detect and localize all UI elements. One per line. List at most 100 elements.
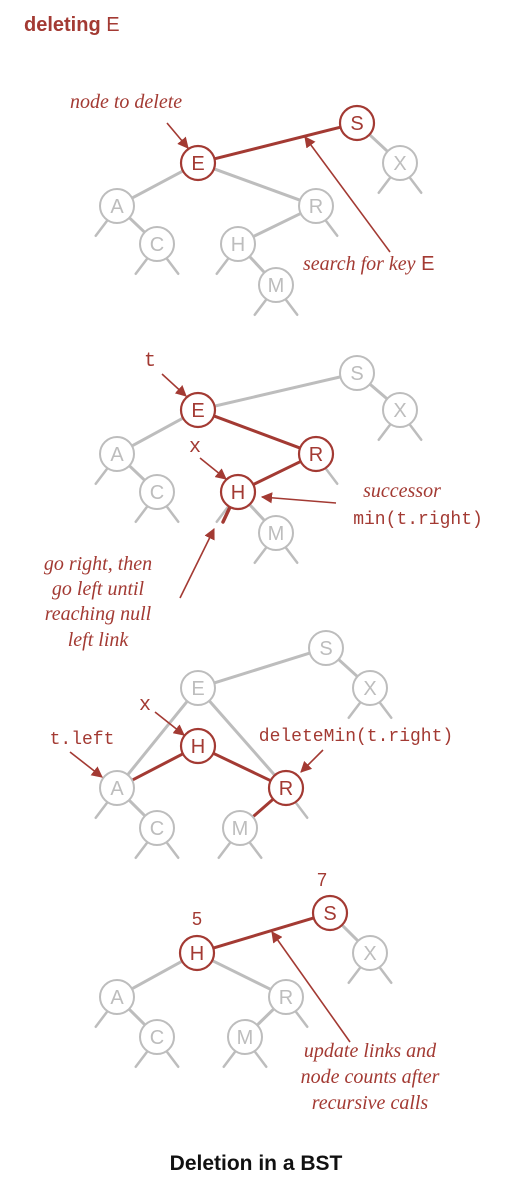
annotation-text: deleteMin(t.right) [259, 727, 453, 747]
annotation-text: go left until [52, 578, 145, 600]
null-link-C [165, 840, 180, 859]
edge-A-C [127, 798, 147, 818]
tree-node-H: H [178, 934, 216, 972]
tree-node-M: M [258, 267, 294, 303]
edge-H-M [248, 254, 266, 275]
annotation-text: node counts after [301, 1066, 440, 1088]
node-circle [258, 267, 294, 303]
edge-E-R [207, 699, 277, 777]
tree-node-H: H [220, 226, 256, 262]
null-link-M [253, 1049, 268, 1068]
tree-node-S: S [308, 630, 344, 666]
node-label: R [279, 778, 293, 800]
node-circle [99, 770, 135, 806]
pointer-arrow [260, 492, 337, 504]
null-link-M [248, 840, 263, 859]
null-link-X [347, 700, 362, 719]
node-label: S [350, 113, 363, 135]
tree-node-R: R [267, 769, 305, 807]
node-circle [179, 144, 217, 182]
node-circle [338, 104, 376, 142]
edge-H-R [211, 751, 273, 783]
null-link-A [94, 1009, 109, 1028]
node-label: C [150, 1027, 164, 1049]
edge-R-H [251, 211, 303, 239]
null-link-C [165, 1049, 180, 1068]
annotation-text: successor [363, 480, 441, 502]
tree-node-A: A [99, 188, 135, 224]
null-link-X [377, 175, 392, 194]
edge-S-X [367, 133, 390, 153]
node-circle [179, 727, 217, 765]
pointer-arrow [300, 749, 324, 773]
annotation-text: x [189, 436, 201, 459]
annotation-text: go right, then [44, 553, 152, 575]
tree-node-A: A [99, 979, 135, 1015]
node-label: A [110, 196, 124, 218]
null-link-R [324, 466, 339, 485]
annotation-text: t [144, 350, 156, 373]
tree-node-C: C [139, 1019, 175, 1055]
node-label: E [191, 678, 204, 700]
node-label: A [110, 987, 124, 1009]
tree-node-R: R [297, 435, 335, 473]
null-link-M [253, 545, 268, 564]
pointer-arrow [154, 711, 185, 736]
edge-H-A [130, 752, 185, 782]
tree-node-H: H [219, 473, 257, 511]
null-link-M [222, 1049, 237, 1068]
node-label: A [110, 778, 124, 800]
tree-node-X: X [382, 145, 418, 181]
null-link-M [284, 545, 299, 564]
node-label: R [309, 196, 323, 218]
node-label: S [323, 903, 336, 925]
annotation-text: 5 [192, 909, 202, 929]
tree-node-X: X [352, 935, 388, 971]
tree-node-E: E [179, 144, 217, 182]
node-circle [382, 392, 418, 428]
null-link-A [94, 466, 109, 485]
node-circle [179, 391, 217, 429]
node-label: X [363, 943, 376, 965]
tree-node-R: R [268, 979, 304, 1015]
annotation-text: t.left [50, 730, 115, 750]
node-circle [139, 474, 175, 510]
tree-node-A: A [99, 436, 135, 472]
null-link-R [294, 800, 309, 819]
null-link-X [378, 965, 393, 984]
null-link-C [165, 504, 180, 523]
annotation-text: recursive calls [312, 1092, 429, 1114]
annotation-text: left link [68, 629, 130, 651]
node-circle [180, 670, 216, 706]
node-label: M [268, 523, 285, 545]
null-link-C [134, 840, 149, 859]
node-circle [267, 769, 305, 807]
edge-E-R [212, 414, 302, 450]
tree-node-X: X [352, 670, 388, 706]
edge-E-A [126, 699, 189, 777]
node-label: M [268, 275, 285, 297]
null-link-X [408, 175, 423, 194]
tree-node-H: H [179, 727, 217, 765]
pointer-arrow [179, 527, 215, 599]
node-circle [222, 810, 258, 846]
tree-node-C: C [139, 810, 175, 846]
node-circle [308, 630, 344, 666]
node-label: C [150, 234, 164, 256]
annotation-text: reaching null [45, 603, 152, 625]
tree-node-E: E [179, 391, 217, 429]
node-label: H [190, 943, 204, 965]
null-link-C [134, 256, 149, 275]
null-link-C [134, 504, 149, 523]
node-circle [268, 979, 304, 1015]
null-link-A [94, 218, 109, 237]
null-link-X [408, 422, 423, 441]
edge-S-X [340, 923, 360, 943]
null-link-R [294, 1009, 309, 1028]
pointer-arrow [69, 751, 103, 778]
pointer-arrow [166, 122, 189, 149]
null-link-X [378, 700, 393, 719]
tree-node-X: X [382, 392, 418, 428]
